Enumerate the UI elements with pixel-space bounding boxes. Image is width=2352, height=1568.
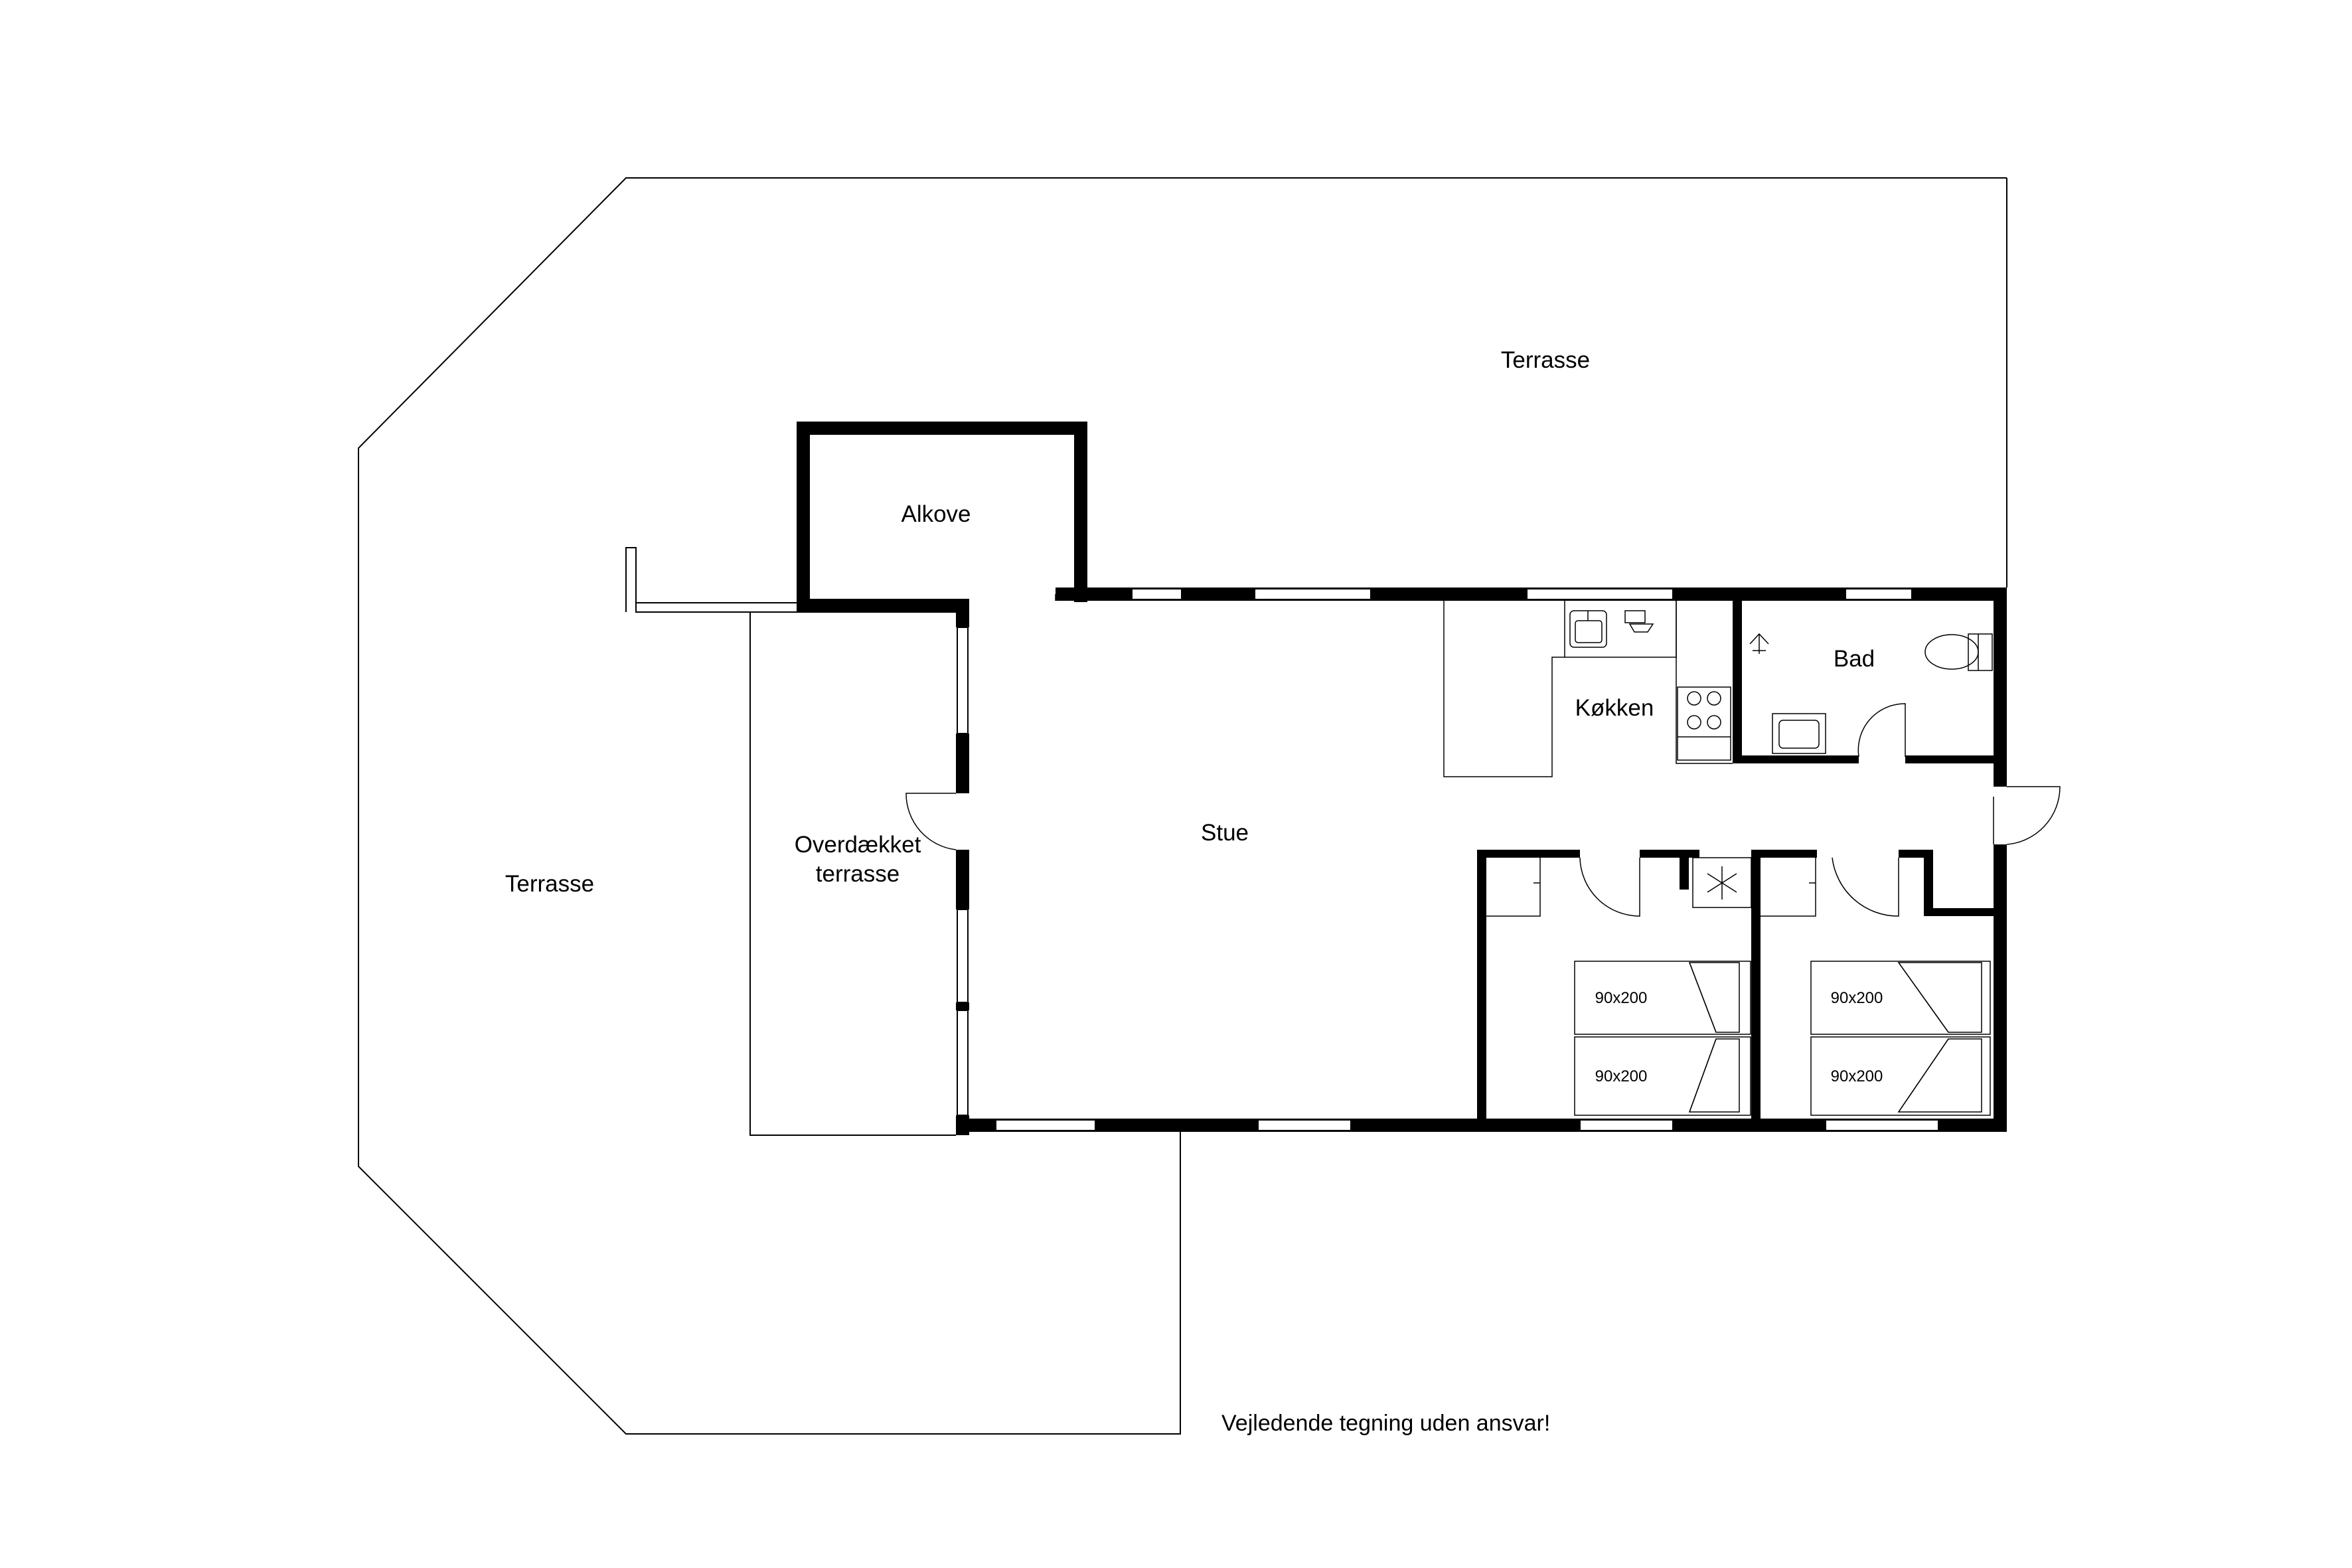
label-kokken: Køkken bbox=[1575, 695, 1654, 721]
label-terrasse-left: Terrasse bbox=[505, 871, 594, 897]
bedroom-2-furniture bbox=[1761, 858, 1991, 1116]
bed-label: 90x200 bbox=[1831, 1067, 1883, 1085]
doors bbox=[905, 594, 2061, 917]
railing bbox=[625, 547, 797, 613]
label-overdaekket: Overdækket bbox=[795, 832, 921, 858]
terrace-outline-top bbox=[358, 177, 2007, 1435]
bed-label: 90x200 bbox=[1831, 989, 1883, 1007]
label-bad: Bad bbox=[1834, 646, 1875, 672]
label-terrasse-top: Terrasse bbox=[1501, 347, 1590, 373]
kitchen-fixtures bbox=[1443, 601, 1733, 777]
label-stue: Stue bbox=[1201, 820, 1249, 846]
label-overdaekket-2: terrasse bbox=[816, 861, 900, 887]
disclaimer: Vejledende tegning uden ansvar! bbox=[1221, 1411, 1550, 1436]
walls bbox=[797, 422, 2007, 1135]
label-alkove: Alkove bbox=[901, 501, 971, 527]
bed-label: 90x200 bbox=[1595, 989, 1648, 1007]
windows bbox=[957, 588, 1939, 1131]
bed-label: 90x200 bbox=[1595, 1067, 1648, 1085]
bedroom-1-furniture bbox=[1486, 858, 1751, 1116]
bathroom-fixtures bbox=[1749, 633, 1993, 754]
freezer-symbol bbox=[1692, 857, 1752, 908]
